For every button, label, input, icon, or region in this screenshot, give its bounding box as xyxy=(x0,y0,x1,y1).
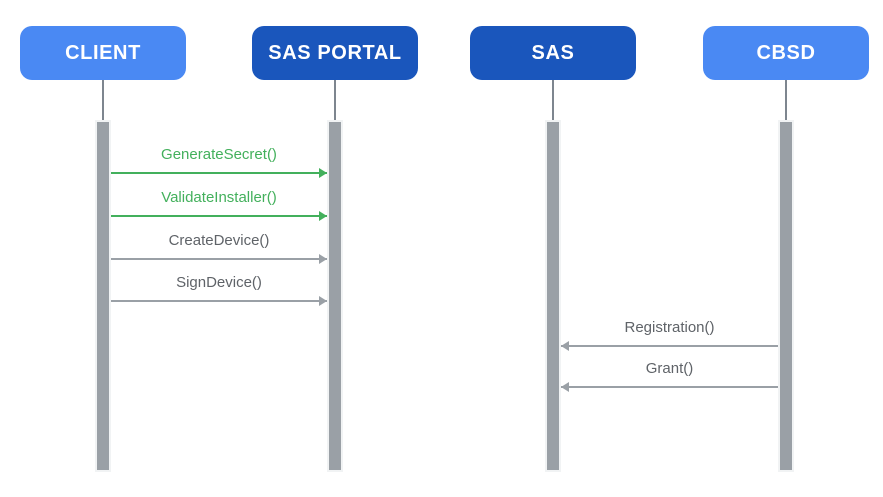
message-line-grant xyxy=(561,386,778,388)
message-arrowhead-validate-installer xyxy=(319,211,327,221)
message-arrowhead-generate-secret xyxy=(319,168,327,178)
lifeline-stem-sas-portal xyxy=(334,80,336,120)
message-label-registration: Registration() xyxy=(624,319,715,336)
message-label-sign-device: SignDevice() xyxy=(176,274,262,291)
participant-box-sas[interactable]: SAS xyxy=(470,26,636,80)
activation-bar-cbsd xyxy=(778,120,794,472)
message-line-validate-installer xyxy=(111,215,327,217)
message-line-generate-secret xyxy=(111,172,327,174)
participant-box-client[interactable]: CLIENT xyxy=(20,26,186,80)
message-arrowhead-grant xyxy=(561,382,569,392)
message-arrowhead-registration xyxy=(561,341,569,351)
message-label-create-device: CreateDevice() xyxy=(168,232,270,249)
message-label-grant: Grant() xyxy=(645,360,694,377)
lifeline-stem-client xyxy=(102,80,104,120)
lifeline-stem-sas xyxy=(552,80,554,120)
message-label-validate-installer: ValidateInstaller() xyxy=(161,189,277,206)
activation-bar-sas xyxy=(545,120,561,472)
participant-box-cbsd[interactable]: CBSD xyxy=(703,26,869,80)
participant-box-sas-portal[interactable]: SAS PORTAL xyxy=(252,26,418,80)
message-line-sign-device xyxy=(111,300,327,302)
message-arrowhead-sign-device xyxy=(319,296,327,306)
message-line-create-device xyxy=(111,258,327,260)
lifeline-stem-cbsd xyxy=(785,80,787,120)
message-arrowhead-create-device xyxy=(319,254,327,264)
message-label-generate-secret: GenerateSecret() xyxy=(161,146,277,163)
message-line-registration xyxy=(561,345,778,347)
activation-bar-client xyxy=(95,120,111,472)
activation-bar-sas-portal xyxy=(327,120,343,472)
